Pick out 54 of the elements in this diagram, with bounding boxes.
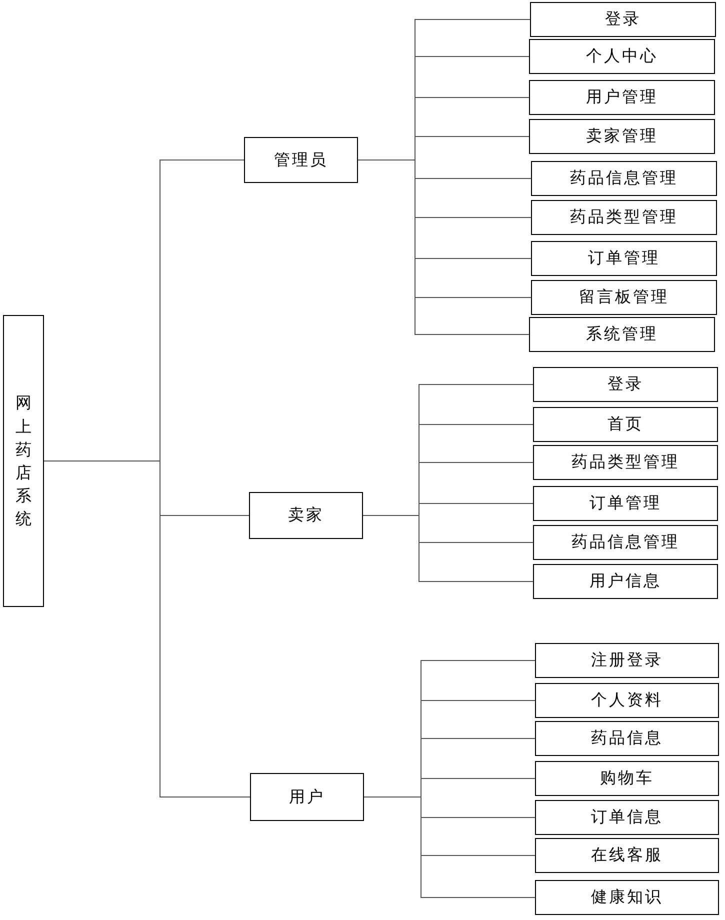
- node-label: 卖家: [288, 505, 324, 526]
- module-box: [531, 280, 717, 315]
- node-label: 用户管理: [586, 87, 658, 108]
- node-label: 药品类型管理: [570, 207, 678, 228]
- module-box: [535, 683, 719, 718]
- node-label: 健康知识: [591, 887, 663, 908]
- module-box: [535, 721, 719, 756]
- node-label: 在线客服: [591, 845, 663, 866]
- node-label: 个人中心: [586, 46, 658, 67]
- module-box: [535, 800, 719, 835]
- node-label: 用户信息: [590, 571, 662, 592]
- module-box: [529, 317, 715, 352]
- module-box: [535, 643, 719, 678]
- node-label: 登录: [605, 9, 641, 30]
- module-box: [531, 200, 717, 235]
- node-label: 注册登录: [591, 650, 663, 671]
- node-label: 卖家管理: [586, 126, 658, 147]
- node-label: 购物车: [600, 768, 654, 789]
- connector-line: [362, 515, 534, 582]
- node-label: 药品信息: [591, 728, 663, 749]
- module-box: [535, 761, 719, 796]
- module-box: [533, 525, 718, 560]
- module-box: [535, 838, 719, 873]
- node-label: 订单管理: [590, 493, 662, 514]
- module-box: [535, 880, 719, 915]
- module-box: [244, 137, 358, 183]
- module-box: [529, 119, 715, 154]
- module-box: [533, 445, 718, 480]
- module-box: [249, 492, 363, 539]
- node-label: 留言板管理: [579, 287, 669, 308]
- node-label: 订单管理: [588, 248, 660, 269]
- module-box: [533, 564, 718, 599]
- node-label: 用户: [289, 786, 325, 808]
- module-box: [533, 367, 718, 402]
- node-label: 药品信息管理: [570, 168, 678, 189]
- root-box: [3, 315, 44, 607]
- node-label: 网上药店系统: [16, 392, 32, 530]
- module-box: [250, 773, 364, 821]
- module-box: [531, 241, 717, 276]
- module-box: [530, 2, 716, 37]
- node-label: 订单信息: [591, 807, 663, 828]
- node-label: 系统管理: [586, 324, 658, 345]
- node-label: 药品信息管理: [572, 532, 680, 553]
- connector-line: [364, 796, 536, 898]
- node-label: 登录: [608, 374, 644, 395]
- node-label: 首页: [608, 414, 644, 435]
- node-label: 个人资料: [591, 690, 663, 711]
- module-box: [533, 407, 718, 442]
- module-box: [531, 161, 717, 196]
- module-box: [533, 486, 718, 521]
- node-label: 药品类型管理: [572, 452, 680, 473]
- module-box: [529, 80, 715, 115]
- node-label: 管理员: [274, 150, 328, 170]
- module-box: [529, 39, 715, 74]
